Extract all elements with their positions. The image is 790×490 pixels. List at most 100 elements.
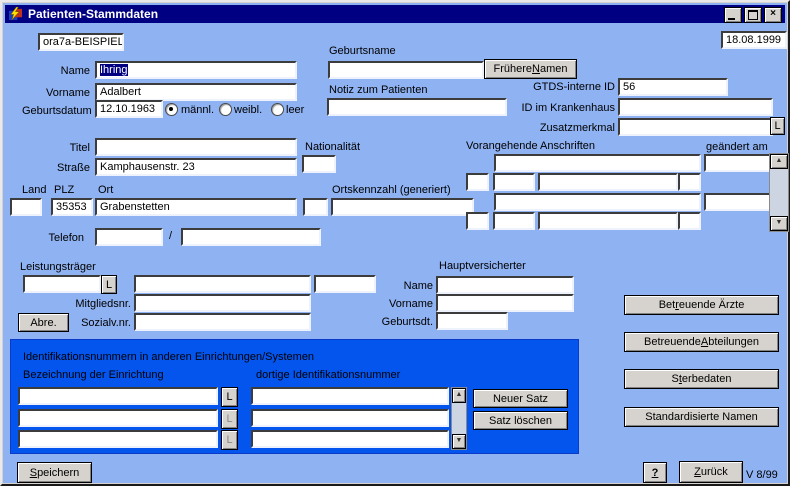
zusatzmerkmal-field[interactable] [618,118,773,136]
prev-address-1-land[interactable] [466,173,489,191]
telefon-vorwahl-field[interactable] [95,228,163,246]
app-icon [8,7,23,21]
prev-address-2-zusatz[interactable] [678,212,701,230]
strasse-field[interactable]: Kamphausenstr. 23 [95,158,297,176]
hv-vorname-field[interactable] [436,294,574,312]
satz-loeschen-button[interactable]: Satz löschen [473,411,568,430]
gtds-id-field[interactable]: 56 [618,78,728,96]
zusatzmerkmal-label: Zusatzmerkmal [539,122,615,134]
krankenhaus-id-field[interactable] [618,98,773,116]
scroll-down-icon[interactable]: ▼ [452,434,466,449]
name-label: Name [60,65,90,77]
standardisierte-namen-button[interactable]: Standardisierte Namen [624,407,779,427]
title-bar[interactable]: Patienten-Stammdaten × [5,5,785,23]
prev-address-1-ort[interactable] [538,173,678,191]
prev-address-1-plz[interactable] [493,173,535,191]
geburtsdatum-field[interactable]: 12.10.1963 [95,100,163,118]
titel-field[interactable] [95,138,297,156]
einrichtung-field-3[interactable] [18,430,218,448]
vorname-label: Vorname [45,87,90,99]
einrichtung-column-label: Bezeichnung der Einrichtung [23,369,164,381]
prev-address-2-ort[interactable] [538,212,678,230]
prev-address-2-strasse[interactable] [494,193,701,211]
geburtsname-label: Geburtsname [329,45,396,57]
minimize-button[interactable] [724,7,742,23]
leistungstraeger-name-field[interactable] [134,275,311,293]
prev-address-2-land[interactable] [466,212,489,230]
radio-weiblich[interactable] [219,103,232,116]
prev-address-1-geaendert[interactable] [704,154,771,172]
name-value-selected: Ihring [100,64,128,76]
identification-panel: Identifikationsnummern in anderen Einric… [10,339,579,454]
nationalitaet-field[interactable] [302,155,336,173]
leistungstraeger-lookup-button[interactable]: L [101,275,117,294]
prev-address-1-zusatz[interactable] [678,173,701,191]
telefon-nummer-field[interactable] [181,228,321,246]
leistungstraeger-zusatz-field[interactable] [314,275,376,293]
abre-button[interactable]: Abre. [18,313,69,332]
prev-address-1-strasse[interactable] [494,154,701,172]
zusatzmerkmal-lookup-button[interactable]: L [770,117,785,135]
radio-leer[interactable] [271,103,284,116]
einrichtung-field-1[interactable] [18,387,218,405]
scroll-down-icon[interactable]: ▼ [770,216,788,231]
help-button[interactable]: ? [643,462,667,483]
scroll-up-icon[interactable]: ▲ [770,154,788,169]
ort-zusatz-field[interactable] [303,198,328,216]
geburtsname-field[interactable] [328,61,484,79]
ort-label: Ort [98,184,114,196]
patient-ref-field[interactable]: ora7a-BEISPIEL [38,33,124,51]
telefon-slash: / [169,230,173,242]
notiz-field[interactable] [327,98,507,116]
nummer-field-2[interactable] [251,409,449,427]
prev-addresses-scrollbar[interactable]: ▲ ▼ [769,153,789,232]
radio-leer-label: leer [286,104,305,116]
hv-vorname-label: Vorname [388,298,433,310]
plz-field[interactable]: 35353 [51,198,93,216]
einrichtung-lookup-button-1[interactable]: L [221,387,238,407]
sozialvnr-label: Sozialv.nr. [81,317,131,329]
leistungstraeger-nr-field[interactable] [23,275,101,293]
current-date-field[interactable]: 18.08.1999 [721,31,787,49]
hv-geburtsdt-field[interactable] [436,312,508,330]
prev-address-2-plz[interactable] [493,212,535,230]
ortskennzahl-label: Ortskennzahl (generiert) [332,184,451,196]
krankenhaus-id-label: ID im Krankenhaus [521,102,615,114]
changed-at-label: geändert am [706,141,768,153]
vorname-field[interactable]: Adalbert [95,83,297,101]
titel-label: Titel [69,142,90,154]
identification-scrollbar[interactable]: ▲ ▼ [451,387,467,450]
land-field[interactable] [10,198,42,216]
window-title: Patienten-Stammdaten [28,7,159,21]
notiz-label: Notiz zum Patienten [329,84,428,96]
prev-address-2-geaendert[interactable] [704,193,771,211]
radio-maennlich[interactable] [165,103,178,116]
hv-name-label: Name [403,280,433,292]
ortskennzahl-field[interactable] [331,198,474,216]
einrichtung-lookup-button-2[interactable]: L [221,409,238,429]
sozialvnr-field[interactable] [134,313,311,331]
identification-panel-title: Identifikationsnummern in anderen Einric… [23,351,315,363]
nummer-field-3[interactable] [251,430,449,448]
einrichtung-field-2[interactable] [18,409,218,427]
einrichtung-lookup-button-3[interactable]: L [221,430,238,450]
maximize-button[interactable] [744,7,762,23]
scroll-up-icon[interactable]: ▲ [452,388,466,403]
leistungstraeger-label: Leistungsträger [20,261,96,273]
close-button[interactable]: × [764,7,782,23]
hv-name-field[interactable] [436,276,574,294]
mitgliedsnr-field[interactable] [134,294,311,312]
plz-label: PLZ [54,184,75,196]
name-field[interactable]: Ihring [95,61,297,79]
neuer-satz-button[interactable]: Neuer Satz [473,389,568,408]
nummer-field-1[interactable] [251,387,449,405]
nationalitaet-label: Nationalität [305,141,361,153]
ort-field[interactable]: Grabenstetten [95,198,297,216]
